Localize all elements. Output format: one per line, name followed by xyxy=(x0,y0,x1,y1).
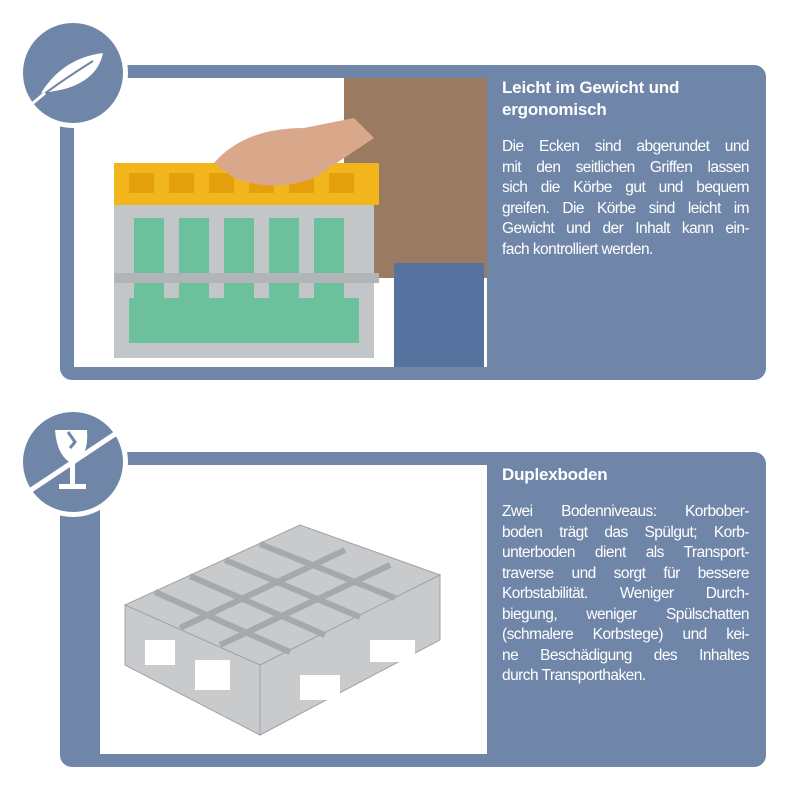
body-line: biegung, weniger Spülschatten xyxy=(502,605,750,623)
body-line: ne Beschädigung des Inhaltes xyxy=(502,646,750,664)
body-line: fach kontrolliert werden. xyxy=(502,240,653,258)
feature-panel-lightweight: Leicht im Gewicht und ergonomisch Die Ec… xyxy=(60,65,766,380)
feature-title: Leicht im Gewicht und ergonomisch xyxy=(502,77,749,121)
body-line: (schmalere Korbstege) und kei- xyxy=(502,626,750,643)
feature-title: Duplexboden xyxy=(502,465,608,484)
body-line: Zwei Bodenniveaus: Korbober- xyxy=(502,503,750,520)
feature-text: Duplexboden Zwei Bodenniveaus: Korbober-… xyxy=(502,464,750,687)
body-line: Gewicht und der Inhalt kann ein- xyxy=(502,220,750,237)
body-line: traverse und sorgt für bessere xyxy=(502,564,750,582)
body-line: unterboden dient als Transport- xyxy=(502,544,750,561)
feature-panel-duplex-floor: Duplexboden Zwei Bodenniveaus: Korbober-… xyxy=(60,452,766,767)
body-line: durch Transporthaken. xyxy=(502,667,646,684)
no-broken-glass-icon xyxy=(18,407,128,517)
body-line: boden trägt das Spülgut; Korb- xyxy=(502,523,750,541)
body-line: greifen. Die Körbe sind leicht im xyxy=(502,199,750,217)
crate-photo xyxy=(74,78,487,367)
title-line: Leicht im Gewicht und xyxy=(502,78,680,97)
body-line: mit den seitlichen Griffen lassen xyxy=(502,158,750,176)
feature-text: Leicht im Gewicht und ergonomisch Die Ec… xyxy=(502,77,750,260)
title-line: ergonomisch xyxy=(502,100,607,119)
body-line: sich die Körbe gut und bequem xyxy=(502,179,750,196)
body-line: Korbstabilität. Weniger Durch- xyxy=(502,585,750,602)
rack-floor-photo xyxy=(100,465,487,754)
body-line: Die Ecken sind abgerundet und xyxy=(502,138,750,155)
feather-icon xyxy=(18,18,128,128)
